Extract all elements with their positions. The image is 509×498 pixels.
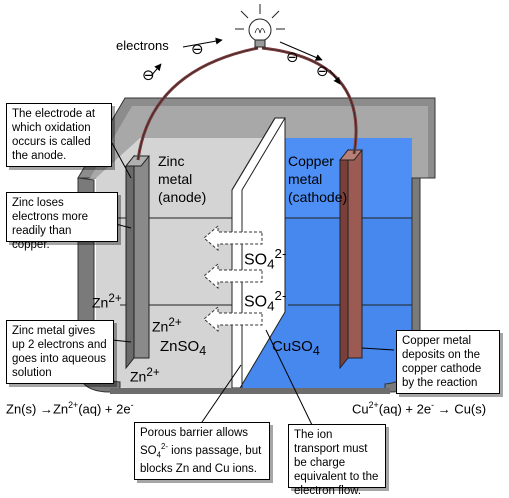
- zinc-electrode-face: [133, 155, 150, 359]
- sulfate-formula: SO42-: [140, 442, 168, 460]
- copper-label-line-2: metal: [288, 171, 323, 187]
- cuso4-label: CuSO4: [272, 338, 320, 358]
- ion-arrow-1: [203, 224, 263, 252]
- ion-transport-callout: The ion transport must be charge equival…: [288, 424, 386, 497]
- electron-symbol: ⊖: [286, 48, 299, 66]
- copper-electrode-face: [347, 149, 363, 359]
- zinc-electrode-top: [124, 155, 151, 167]
- zinc-metal-label: Zinc metal (anode): [158, 152, 206, 206]
- zinc-electrode: [125, 154, 135, 370]
- copper-label-line-3: (cathode): [288, 189, 348, 205]
- zinc-loses-callout: Zinc loses electrons more readily than c…: [6, 192, 118, 251]
- electron-symbol: ⊖: [191, 40, 204, 58]
- copper-label-line-1: Copper: [288, 153, 334, 169]
- zinc-label-line-3: (anode): [158, 189, 207, 205]
- sulfate-ion-label: SO42-: [244, 288, 287, 314]
- zn-ion-label: Zn2+: [130, 366, 160, 385]
- oxidation-callout: The electrode at which oxidation occurs …: [6, 103, 112, 167]
- electron-symbol: ⊖: [142, 66, 155, 84]
- electron-flow-arrows: [150, 37, 341, 85]
- copper-deposits-callout: Copper metal deposits on the copper cath…: [396, 330, 500, 394]
- ion-arrows: [203, 224, 263, 333]
- ion-arrow-3: [203, 305, 263, 333]
- cathode-equation: Cu2+(aq) + 2e- → Cu(s): [352, 400, 487, 417]
- zinc-gives-callout: Zinc metal gives up 2 electrons and goes…: [6, 320, 114, 384]
- electron-symbol: ⊖: [316, 62, 329, 80]
- copper-electrode-top: [338, 149, 364, 161]
- container-bottom: [110, 388, 390, 394]
- anode-wire-outline: [137, 47, 259, 161]
- sulfate-ion-label: SO42-: [244, 246, 287, 272]
- anode-equation: Zn(s) →Zn2+(aq) + 2e-: [6, 400, 134, 417]
- zinc-label-line-2: metal: [158, 171, 193, 187]
- zn-ion-label: Zn2+: [92, 292, 122, 311]
- porous-barrier-edge: [231, 117, 286, 388]
- light-bulb-icon: [235, 4, 285, 48]
- zn-ion-label: Zn2+: [152, 316, 182, 335]
- zinc-label-line-1: Zinc: [158, 153, 185, 169]
- znso4-label: ZnSO4: [160, 338, 207, 358]
- copper-metal-label: Copper metal (cathode): [288, 152, 347, 206]
- ion-arrow-2: [203, 262, 263, 290]
- electrons-label: electrons: [116, 38, 169, 53]
